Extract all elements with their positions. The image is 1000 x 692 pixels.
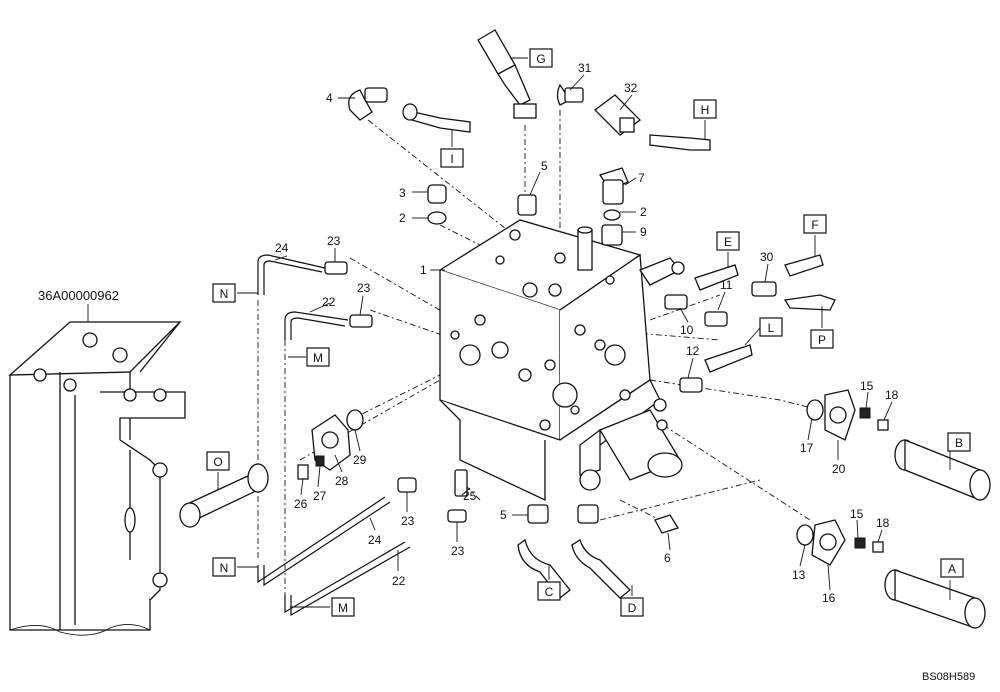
part-number-22-bottom: 22 bbox=[392, 574, 406, 588]
part-number-30: 30 bbox=[760, 250, 774, 264]
label-m-top: M bbox=[313, 351, 323, 365]
part-number-23-c: 23 bbox=[401, 514, 415, 528]
valve-block bbox=[438, 219, 685, 502]
part-number-6: 6 bbox=[664, 551, 671, 565]
part-number-18-bottom: 18 bbox=[876, 516, 890, 530]
part-number-31: 31 bbox=[578, 61, 592, 75]
part-number-25: 25 bbox=[463, 489, 477, 503]
mounting-bracket bbox=[8, 321, 186, 636]
part-number-labels: 1 2 2 3 4 5 5 6 7 9 10 11 12 13 15 15 16… bbox=[275, 61, 899, 605]
bracket-reference-number: 36A00000962 bbox=[38, 288, 119, 303]
right-flange-a bbox=[796, 519, 986, 629]
part-number-29: 29 bbox=[353, 453, 367, 467]
part-number-20: 20 bbox=[832, 462, 846, 476]
label-m-bottom: M bbox=[338, 601, 348, 615]
label-box-n-top: N bbox=[212, 283, 236, 303]
label-box-n-bottom: N bbox=[212, 557, 236, 577]
part-number-2-left: 2 bbox=[399, 211, 406, 225]
part-number-2-right: 2 bbox=[640, 205, 647, 219]
part-number-23-d: 23 bbox=[451, 544, 465, 558]
label-box-o: O bbox=[206, 451, 230, 471]
part-number-5-top: 5 bbox=[541, 159, 548, 173]
label-l: L bbox=[768, 321, 775, 335]
part-number-3: 3 bbox=[399, 186, 406, 200]
label-o: O bbox=[213, 455, 222, 469]
part-number-23-a: 23 bbox=[327, 234, 341, 248]
label-box-m-bottom: M bbox=[331, 597, 355, 617]
part-number-11: 11 bbox=[720, 278, 733, 292]
part-number-28: 28 bbox=[335, 474, 349, 488]
label-box-f: F bbox=[803, 214, 827, 234]
left-flange bbox=[179, 409, 364, 528]
part-number-12: 12 bbox=[686, 344, 700, 358]
label-box-g: G bbox=[529, 48, 553, 68]
label-box-h: H bbox=[693, 99, 717, 119]
label-f: F bbox=[811, 218, 818, 232]
part-number-16: 16 bbox=[822, 591, 836, 605]
drawing-code: BS08H589 bbox=[922, 671, 975, 683]
label-b: B bbox=[955, 436, 963, 450]
part-number-18-top: 18 bbox=[885, 388, 899, 402]
connection-label-boxes: G I H E F P L N M O N M C D B A bbox=[206, 48, 971, 617]
leader-lines bbox=[87, 57, 951, 608]
label-box-c: C bbox=[537, 581, 561, 601]
label-box-e: E bbox=[716, 231, 740, 251]
part-number-32: 32 bbox=[624, 81, 638, 95]
right-flange-b bbox=[806, 389, 991, 501]
part-number-23-b: 23 bbox=[357, 281, 371, 295]
part-number-4: 4 bbox=[326, 91, 333, 105]
part-number-9: 9 bbox=[640, 225, 647, 239]
part-number-24-bottom: 24 bbox=[368, 533, 382, 547]
label-box-p: P bbox=[810, 329, 834, 349]
label-box-i: I bbox=[440, 148, 464, 168]
label-box-l: L bbox=[759, 317, 783, 337]
part-number-10: 10 bbox=[680, 323, 694, 337]
part-number-24-top: 24 bbox=[275, 241, 289, 255]
part-number-7: 7 bbox=[638, 171, 645, 185]
part-number-15-bottom: 15 bbox=[850, 507, 864, 521]
label-c: C bbox=[545, 585, 554, 599]
part-number-13: 13 bbox=[792, 568, 806, 582]
label-box-a: A bbox=[940, 558, 964, 578]
label-h: H bbox=[701, 103, 710, 117]
label-a: A bbox=[948, 562, 956, 576]
fittings bbox=[257, 29, 836, 617]
part-number-17: 17 bbox=[800, 441, 814, 455]
label-n-bottom: N bbox=[220, 561, 229, 575]
label-box-d: D bbox=[620, 597, 644, 617]
label-d: D bbox=[628, 601, 637, 615]
label-i: I bbox=[450, 152, 453, 166]
part-number-15-top: 15 bbox=[860, 379, 874, 393]
part-number-26: 26 bbox=[294, 497, 308, 511]
label-box-m-top: M bbox=[306, 347, 330, 367]
label-n-top: N bbox=[220, 287, 229, 301]
label-p: P bbox=[818, 333, 826, 347]
label-box-b: B bbox=[947, 432, 971, 452]
part-number-27: 27 bbox=[313, 489, 327, 503]
label-e: E bbox=[724, 235, 732, 249]
part-number-5-bottom: 5 bbox=[500, 508, 507, 522]
part-number-22-top: 22 bbox=[322, 295, 336, 309]
part-number-1: 1 bbox=[420, 263, 427, 277]
label-g: G bbox=[536, 52, 545, 66]
